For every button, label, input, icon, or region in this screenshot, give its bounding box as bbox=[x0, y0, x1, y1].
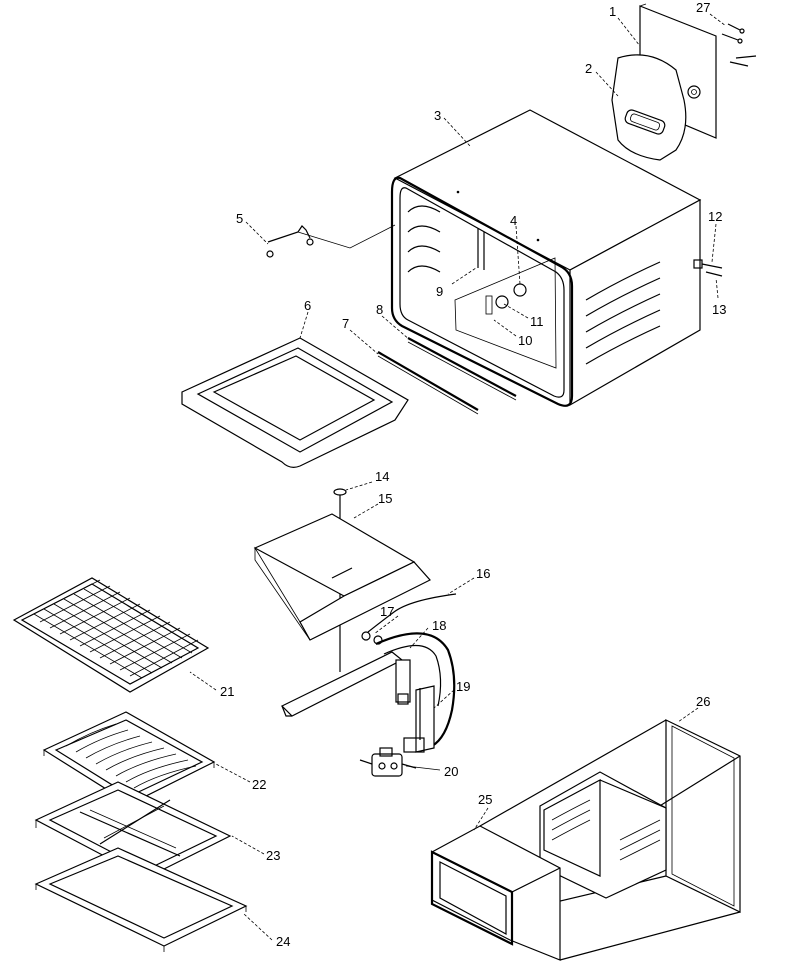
part-16-wire bbox=[367, 593, 457, 633]
callout-23: 23 bbox=[266, 848, 280, 863]
callout-20: 20 bbox=[444, 764, 458, 779]
leader-lines bbox=[189, 13, 727, 941]
part-6-bottom-panel bbox=[181, 337, 409, 468]
callout-12: 12 bbox=[708, 209, 722, 224]
callout-6: 6 bbox=[304, 298, 311, 313]
part-27-screws bbox=[721, 23, 757, 67]
part-17-18-19-burner bbox=[280, 631, 456, 753]
callout-9: 9 bbox=[436, 284, 443, 299]
part-15-baffle bbox=[253, 513, 431, 641]
part-3-oven-cavity bbox=[390, 109, 702, 407]
callout-14: 14 bbox=[375, 469, 389, 484]
callout-15: 15 bbox=[378, 491, 392, 506]
part-21-oven-rack bbox=[12, 577, 210, 693]
callout-11: 11 bbox=[530, 314, 544, 329]
callout-2: 2 bbox=[585, 61, 592, 76]
callout-21: 21 bbox=[220, 684, 234, 699]
part-12-13-hinge bbox=[693, 259, 723, 277]
part-7-8-trim-strips bbox=[377, 337, 517, 415]
callout-16: 16 bbox=[476, 566, 490, 581]
callout-24: 24 bbox=[276, 934, 290, 949]
callout-labels: 1 2 3 4 5 6 7 8 9 10 11 12 13 14 15 16 1… bbox=[220, 0, 726, 949]
callout-8: 8 bbox=[376, 302, 383, 317]
part-25-26-drawer-box bbox=[430, 719, 741, 961]
part-2-vent-cover bbox=[611, 54, 701, 161]
part-24-tray bbox=[34, 847, 248, 952]
callout-18: 18 bbox=[432, 618, 446, 633]
callout-3: 3 bbox=[434, 108, 441, 123]
callout-1: 1 bbox=[609, 4, 616, 19]
part-5-bracket bbox=[266, 224, 396, 258]
part-20-valve bbox=[359, 747, 417, 777]
callout-22: 22 bbox=[252, 777, 266, 792]
callout-27: 27 bbox=[696, 0, 710, 15]
part-22-broiler-grid bbox=[42, 711, 216, 810]
callout-4: 4 bbox=[510, 213, 517, 228]
callout-10: 10 bbox=[518, 333, 532, 348]
callout-13: 13 bbox=[712, 302, 726, 317]
callout-19: 19 bbox=[456, 679, 470, 694]
callout-25: 25 bbox=[478, 792, 492, 807]
callout-7: 7 bbox=[342, 316, 349, 331]
callout-17: 17 bbox=[380, 604, 394, 619]
callout-26: 26 bbox=[696, 694, 710, 709]
callout-5: 5 bbox=[236, 211, 243, 226]
